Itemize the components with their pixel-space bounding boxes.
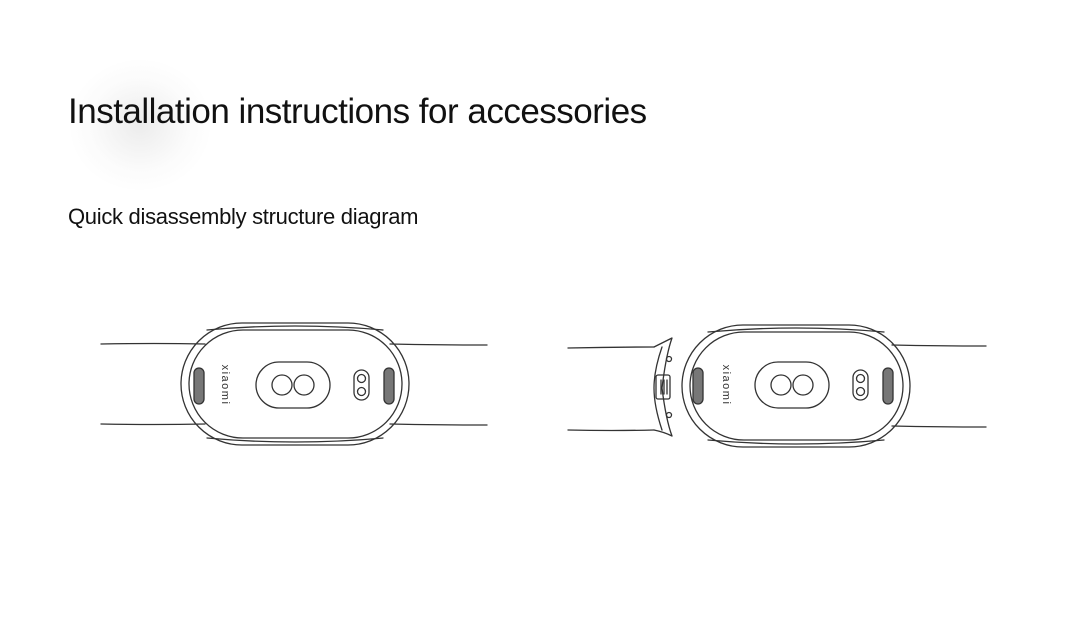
heart-rate-sensor	[754, 361, 830, 409]
brand-label: xiaomi	[219, 365, 231, 406]
strap-right	[891, 344, 987, 428]
charging-contact-left	[692, 367, 704, 405]
charging-contact-left	[193, 367, 205, 405]
band-housing	[180, 322, 410, 446]
charging-pins	[852, 369, 869, 401]
strap-left	[100, 342, 206, 426]
heart-rate-sensor	[255, 361, 331, 409]
assembled-band-diagram: xiaomi	[100, 322, 488, 446]
tracker-capsule	[188, 329, 403, 439]
charging-contact-right	[383, 367, 395, 405]
page-subtitle: Quick disassembly structure diagram	[68, 204, 419, 229]
strap-left-detached	[567, 346, 655, 432]
background-glow	[70, 60, 210, 190]
brand-label: xiaomi	[720, 365, 732, 406]
strap-buckle-clip	[653, 337, 673, 437]
page-title: Installation instructions for accessorie…	[68, 92, 647, 131]
strap-right	[389, 343, 488, 426]
charging-contact-right	[882, 367, 894, 405]
charging-pins	[353, 369, 370, 401]
disassembled-band-diagram: xiaomi	[567, 324, 987, 448]
tracker-capsule	[689, 331, 904, 441]
band-housing	[681, 324, 911, 448]
